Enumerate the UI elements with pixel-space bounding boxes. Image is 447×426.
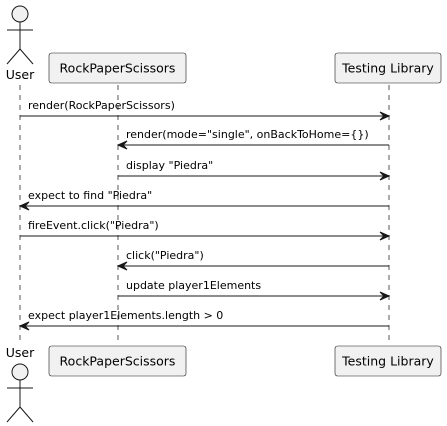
arrowhead (379, 231, 391, 241)
arrowhead (379, 171, 391, 181)
actor-leg-right (19, 406, 34, 423)
actor-figure-bottom (6, 363, 34, 423)
participant-label: Testing Library (341, 61, 434, 76)
messages: render(RockPaperScissors) render(mode="si… (18, 99, 391, 331)
participant-lib-top: Testing Library (334, 52, 442, 84)
participant-box (48, 345, 187, 377)
participant-box (48, 52, 187, 84)
actor-leg-left (6, 406, 21, 423)
message-label: expect to find "Piedra" (28, 189, 152, 202)
message-4: expect to find "Piedra" (18, 189, 389, 211)
arrowhead (379, 291, 391, 301)
message-3: display "Piedra" (118, 159, 391, 181)
arrowhead (18, 201, 30, 211)
participant-label: Testing Library (341, 354, 434, 369)
message-8: expect player1Elements.length > 0 (18, 309, 389, 331)
message-label: click("Piedra") (126, 249, 204, 262)
message-label: update player1Elements (126, 279, 261, 292)
actor-head (11, 5, 29, 23)
arrowhead (116, 261, 128, 271)
message-label: render(RockPaperScissors) (28, 99, 175, 112)
lifelines (19, 85, 390, 345)
arrowhead (116, 140, 128, 150)
participant-lib-bottom: Testing Library (334, 345, 442, 377)
participant-rps-bottom: RockPaperScissors (48, 345, 187, 377)
message-label: fireEvent.click("Piedra") (28, 219, 159, 232)
participant-label: RockPaperScissors (60, 354, 176, 369)
message-1: render(RockPaperScissors) (20, 99, 391, 121)
message-7: update player1Elements (118, 279, 391, 301)
message-label: expect player1Elements.length > 0 (28, 309, 223, 322)
arrowhead (18, 321, 30, 331)
message-label: display "Piedra" (126, 159, 213, 172)
actor-label-top: User (6, 67, 35, 82)
participant-box (334, 52, 442, 84)
message-label: render(mode="single", onBackToHome={}) (126, 128, 369, 141)
message-5: fireEvent.click("Piedra") (20, 219, 391, 241)
participants: RockPaperScissorsRockPaperScissorsTestin… (6, 5, 442, 423)
participant-rps-top: RockPaperScissors (48, 52, 187, 84)
actor-label-bottom: User (6, 345, 35, 360)
message-2: render(mode="single", onBackToHome={}) (116, 128, 389, 150)
actor-head (11, 363, 29, 381)
participant-box (334, 345, 442, 377)
actor-leg-right (19, 48, 34, 65)
message-6: click("Piedra") (116, 249, 389, 271)
participant-label: RockPaperScissors (60, 61, 176, 76)
arrowhead (379, 111, 391, 121)
actor-figure-top (6, 5, 34, 65)
actor-leg-left (6, 48, 21, 65)
